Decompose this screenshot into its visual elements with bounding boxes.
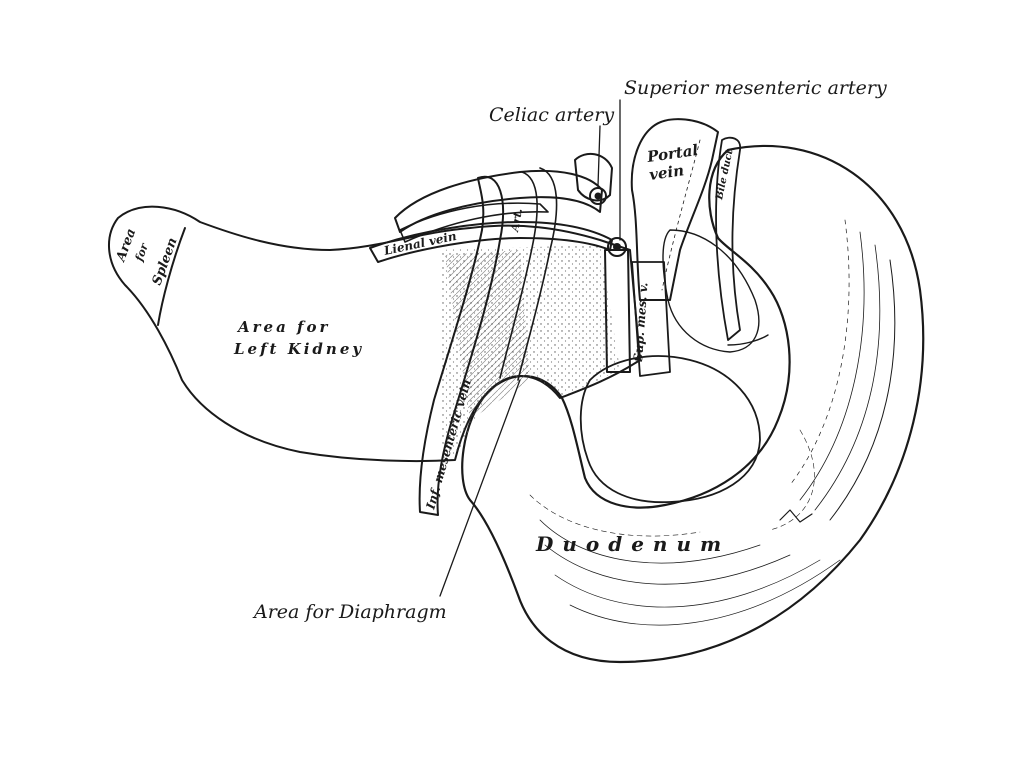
bile-duct-shape [715, 136, 769, 346]
label-area-for-diaphragm: Area for Diaphragm [252, 601, 447, 623]
lienal-vein-shape [369, 152, 613, 263]
label-area-spleen-line3: Spleen [150, 236, 181, 288]
label-area-left-kidney-line2: Left Kidney [233, 340, 364, 358]
label-superior-mesenteric-artery: Superior mesenteric artery [624, 77, 887, 99]
label-area-spleen-line2: for [132, 241, 151, 264]
label-art: Art. [508, 207, 525, 233]
superior-mesenteric-vessels [604, 237, 671, 377]
label-duodenum: Duodenum [535, 532, 730, 556]
leader-lines [439, 99, 621, 597]
label-celiac-artery: Celiac artery [489, 104, 614, 126]
label-sup-mes-v: Sup. mes. v. [631, 282, 651, 362]
label-portal-vein-line2: vein [648, 161, 685, 184]
duodenum-shape [461, 144, 925, 664]
inferior-mesenteric-vein-shape [418, 167, 558, 516]
label-area-left-kidney-line1: Area for [236, 318, 330, 336]
pancreas-body [107, 205, 641, 463]
portal-vein-shape [630, 118, 719, 301]
